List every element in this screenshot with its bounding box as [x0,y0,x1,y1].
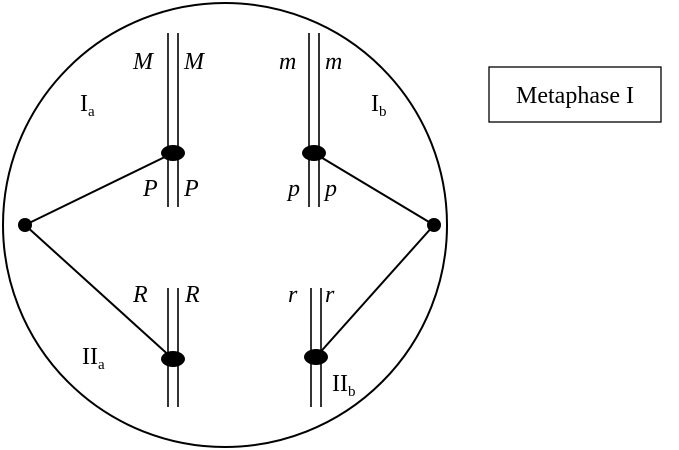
allele-M-right: M [183,49,206,75]
allele-P-left: P [142,176,158,202]
group-label-Ib: Ib [371,91,387,120]
spindle-fiber-right-upper [313,152,435,226]
centromere-Ia [161,145,185,161]
allele-m-left: m [279,49,296,75]
stage-label: Metaphase I [516,83,634,109]
spindle-pole-left [18,218,32,232]
spindle-fiber-right-lower [315,224,435,358]
spindle-pole-right [427,218,441,232]
chromosome-Ia [161,33,185,207]
group-label-IIb: IIb [332,371,355,400]
allele-P-right: P [183,176,199,202]
stage-label-box: Metaphase I [488,66,662,123]
spindle-fiber-left-upper [24,152,174,226]
chromosome-IIb [304,288,328,407]
allele-R-left: R [132,282,148,308]
allele-p-left: p [286,176,300,202]
spindle-fibers [24,152,435,360]
cell-membrane [2,2,448,448]
allele-M-left: M [132,49,155,75]
allele-R-right: R [184,282,200,308]
spindle-fiber-left-lower [24,224,174,360]
centromere-IIb [304,349,328,365]
chromosome-IIa [161,288,185,407]
allele-r-left: r [288,282,298,308]
chromosome-Ib [302,33,326,207]
allele-m-right: m [325,49,342,75]
centromere-IIa [161,351,185,367]
allele-p-right: p [323,176,337,202]
allele-r-right: r [325,282,335,308]
centromere-Ib [302,145,326,161]
group-label-Ia: Ia [80,91,95,120]
group-label-IIa: IIa [82,344,105,373]
